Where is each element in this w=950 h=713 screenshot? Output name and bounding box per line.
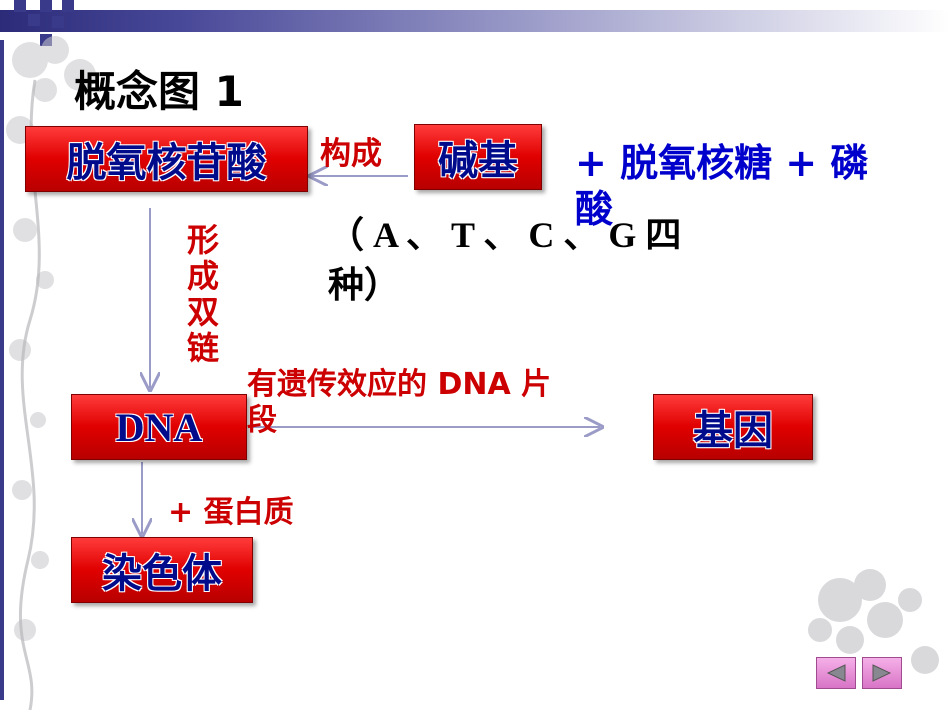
node-deoxynucleotide: 脱氧核苷酸	[25, 126, 308, 192]
label-hereditary-segment-line2: 段	[247, 403, 277, 438]
label-plus-protein: + 蛋白质	[168, 495, 294, 530]
page-title: 概念图 1	[74, 67, 244, 116]
node-gene: 基因	[653, 394, 813, 460]
label-form-double-strand-char: 成	[186, 257, 219, 295]
prev-slide-button[interactable]	[816, 657, 856, 689]
left-edge-line	[0, 40, 4, 700]
floral-vine-decoration	[6, 36, 96, 710]
label-compose: 构成	[320, 136, 382, 172]
node-base: 碱基	[414, 124, 542, 190]
label-base-types-line2: 种）	[328, 265, 401, 305]
next-slide-button[interactable]	[862, 657, 902, 689]
label-plus-sugar-phosphate: + 脱氧核糖 + 磷 酸	[575, 140, 868, 232]
label-base-types-line1: （ A 、 T 、 C 、 G 四	[328, 215, 682, 255]
node-chromosome: 染色体	[71, 537, 253, 603]
node-dna: DNA	[71, 394, 247, 460]
label-form-double-strand-char: 双	[186, 293, 219, 331]
header-gradient-bar	[0, 10, 950, 32]
floral-corner-decoration	[808, 569, 939, 674]
label-form-double-strand-char: 形	[186, 221, 219, 259]
node-chromosome-label: 染色体	[102, 551, 222, 597]
node-deoxynucleotide-label: 脱氧核苷酸	[66, 140, 267, 186]
node-base-label: 碱基	[438, 138, 518, 184]
label-form-double-strand: 形 成 双 链	[185, 222, 221, 366]
label-plus-sugar-line2: 酸	[575, 187, 614, 231]
label-plus-sugar-line1: + 脱氧核糖 + 磷	[575, 141, 869, 185]
triangle-left-icon	[826, 664, 846, 682]
label-form-double-strand-char: 链	[186, 329, 219, 367]
node-gene-label: 基因	[693, 408, 773, 454]
triangle-right-icon	[872, 664, 892, 682]
label-hereditary-segment: 有遗传效应的 DNA 片 段	[247, 367, 551, 439]
label-hereditary-segment-line1: 有遗传效应的 DNA 片	[247, 367, 552, 402]
label-base-types: （ A 、 T 、 C 、 G 四 种）	[328, 210, 681, 310]
node-dna-label: DNA	[115, 404, 203, 450]
